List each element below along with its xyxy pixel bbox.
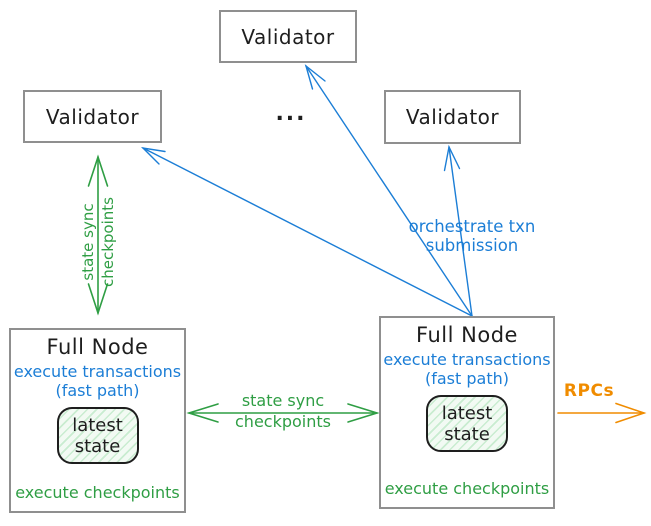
execute-transactions-line1: execute transactions xyxy=(13,362,182,381)
validator-label: Validator xyxy=(241,24,335,49)
latest-state-line2: state xyxy=(444,423,490,445)
latest-state-line2: state xyxy=(74,435,121,457)
validator-label: Validator xyxy=(45,104,140,129)
state-sync-vertical-label: state sync checkpoints xyxy=(78,177,118,307)
orchestrate-txn-submission-label: orchestrate txn submission xyxy=(408,217,536,255)
execute-transactions-line2: (fast path) xyxy=(425,369,509,388)
execute-checkpoints-label: execute checkpoints xyxy=(15,483,180,502)
full-node-title: Full Node xyxy=(416,323,518,347)
state-sync-vertical-line1: state sync xyxy=(79,203,97,281)
execute-transactions-line1: execute transactions xyxy=(383,350,551,369)
execute-transactions-label: execute transactions (fast path) xyxy=(14,362,181,400)
execute-checkpoints-label: execute checkpoints xyxy=(384,479,550,498)
latest-state-line1: latest xyxy=(441,402,493,424)
state-sync-vertical-line2: checkpoints xyxy=(99,197,117,287)
arrow-head-left-validator xyxy=(140,146,166,165)
arrow-head-right-validator xyxy=(443,144,461,172)
execute-transactions-label: execute transactions (fast path) xyxy=(383,350,550,388)
full-node-box-left: Full Node execute transactions (fast pat… xyxy=(9,328,186,513)
full-node-title: Full Node xyxy=(46,335,149,359)
full-node-box-right: Full Node execute transactions (fast pat… xyxy=(379,316,555,509)
state-sync-horizontal-line2: checkpoints xyxy=(235,412,331,431)
validator-label: Validator xyxy=(405,105,500,129)
validator-box-left: Validator xyxy=(23,90,162,143)
state-sync-horizontal-line1: state sync xyxy=(241,391,325,410)
state-sync-horizontal-label: state sync checkpoints xyxy=(203,390,363,432)
validator-box-right: Validator xyxy=(384,90,521,144)
validators-ellipsis: ... xyxy=(275,101,307,126)
latest-state-box: latest state xyxy=(56,407,139,464)
rpcs-arrow xyxy=(557,402,647,424)
validator-box-top: Validator xyxy=(219,10,357,63)
arrow-head-top-validator xyxy=(304,64,326,90)
latest-state-line1: latest xyxy=(72,414,123,436)
arrow-head xyxy=(615,402,647,424)
rpcs-label: RPCs xyxy=(563,381,615,401)
execute-transactions-line2: (fast path) xyxy=(55,381,140,400)
latest-state-box: latest state xyxy=(426,395,508,452)
